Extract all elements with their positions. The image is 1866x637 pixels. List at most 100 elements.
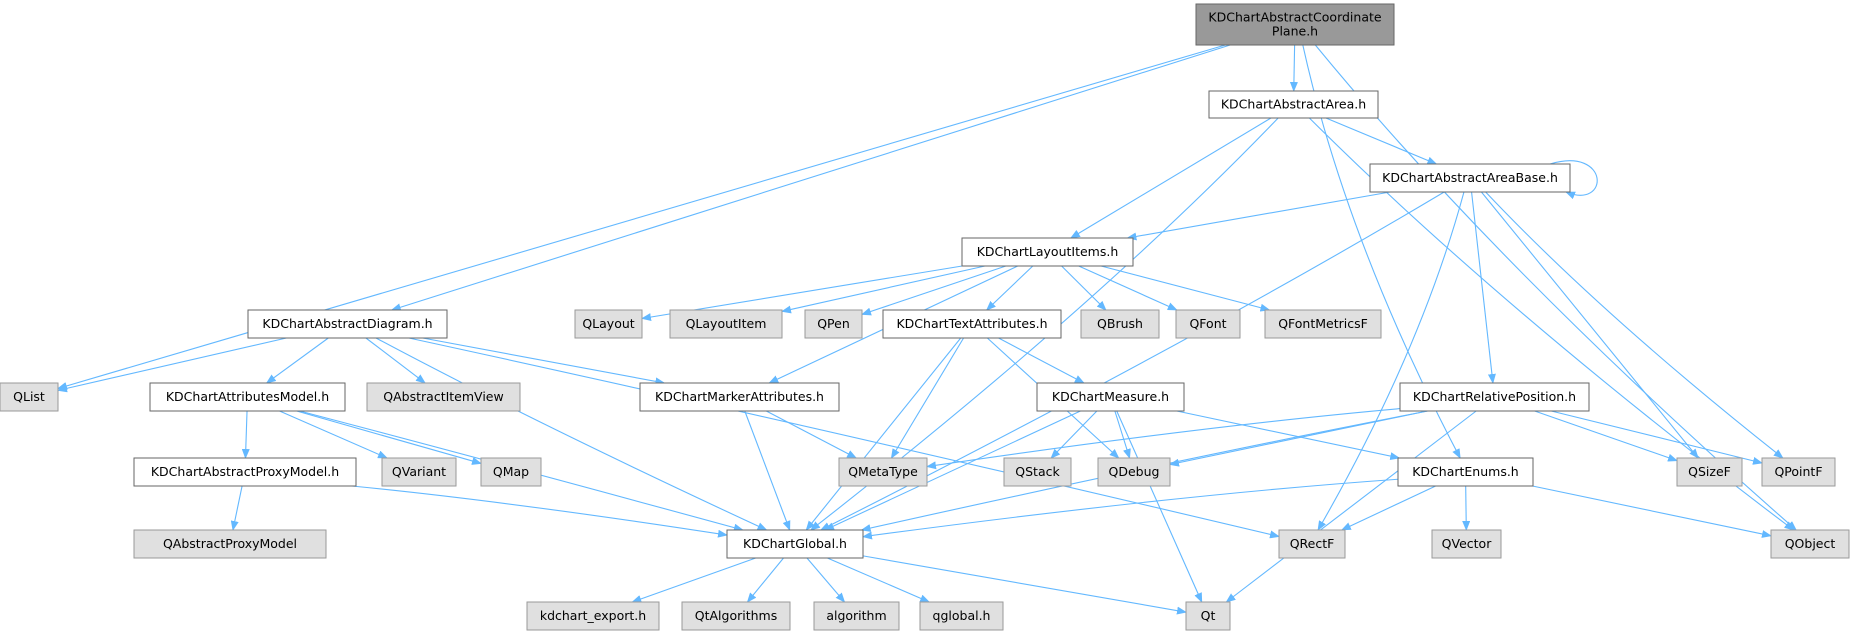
node-marker[interactable]: KDChartMarkerAttributes.h — [639, 382, 840, 412]
dependency-edge — [827, 557, 931, 603]
node-box — [1770, 529, 1850, 559]
node-proxymodel[interactable]: KDChartAbstractProxyModel.h — [133, 457, 357, 487]
node-label: QDebug — [1109, 464, 1160, 479]
dependency-edge — [1061, 265, 1107, 311]
edge-measure-to-enums — [1176, 410, 1401, 461]
node-enums[interactable]: KDChartEnums.h — [1397, 457, 1534, 487]
node-label: KDChartLayoutItems.h — [977, 244, 1119, 259]
dependency-edge — [1176, 410, 1401, 461]
node-box — [961, 237, 1134, 267]
node-box — [1080, 309, 1160, 339]
node-label: QMap — [493, 464, 529, 479]
edge-root-to-area — [1289, 44, 1298, 92]
dependency-edge — [1532, 485, 1772, 538]
dependency-edge — [926, 408, 1401, 470]
edge-layoutitems-to-qfont — [1078, 265, 1178, 311]
node-box — [0, 382, 59, 412]
edge-layoutitems-to-textattr — [985, 265, 1034, 311]
dependency-edge — [744, 410, 791, 531]
node-diagram[interactable]: KDChartAbstractDiagram.h — [247, 309, 448, 339]
node-relpos[interactable]: KDChartRelativePosition.h — [1399, 382, 1590, 412]
edge-global-to-qt — [862, 555, 1187, 615]
node-box — [480, 457, 542, 487]
node-label: KDChartAbstractAreaBase.h — [1382, 170, 1558, 185]
dependency-edge — [1225, 410, 1477, 603]
dependency-edge — [1485, 191, 1784, 459]
edge-areabase-to-relpos — [1471, 191, 1496, 384]
dependency-edge — [408, 337, 1280, 539]
node-qdebug: QDebug — [1097, 457, 1171, 487]
node-qpointf: QPointF — [1761, 457, 1836, 487]
node-box — [1185, 601, 1231, 631]
edge-diagram-to-marker — [422, 337, 666, 386]
node-qfont: QFont — [1175, 309, 1241, 339]
node-qstack: QStack — [1003, 457, 1072, 487]
dependency-edge — [890, 337, 965, 459]
dependency-edge — [351, 485, 728, 538]
node-box — [574, 309, 643, 339]
node-label: KDChartEnums.h — [1412, 464, 1519, 479]
dependency-edge — [1549, 160, 1598, 200]
edge-global-to-qtalgorithms — [746, 557, 784, 603]
node-measure[interactable]: KDChartMeasure.h — [1036, 382, 1185, 412]
node-area[interactable]: KDChartAbstractArea.h — [1208, 90, 1379, 119]
dependency-edges — [57, 44, 1797, 615]
node-layoutitems[interactable]: KDChartLayoutItems.h — [961, 237, 1134, 267]
edge-global-to-qglobal — [827, 557, 931, 603]
node-box — [133, 529, 327, 559]
dependency-edge — [746, 557, 784, 603]
edge-diagram-to-qabstractitemview — [365, 337, 426, 384]
dependency-edge — [375, 337, 768, 531]
node-label: QSizeF — [1688, 464, 1731, 479]
edge-relpos-to-qmetatype — [926, 408, 1401, 470]
file-nodes: KDChartAbstractCoordinatePlane.hKDChartA… — [0, 3, 1850, 631]
dependency-edge — [998, 337, 1085, 384]
dependency-edge — [1462, 485, 1471, 531]
node-box — [381, 457, 457, 487]
node-box — [1175, 309, 1241, 339]
node-box — [1208, 90, 1379, 119]
node-box — [1676, 457, 1743, 487]
node-textattr[interactable]: KDChartTextAttributes.h — [882, 309, 1062, 339]
node-qrectf: QRectF — [1278, 529, 1346, 559]
node-qpen: QPen — [804, 309, 863, 339]
dependency-edge — [766, 410, 858, 459]
dependency-edge — [631, 557, 756, 603]
node-box — [1369, 163, 1571, 193]
node-box — [804, 309, 863, 339]
node-label: QAbstractProxyModel — [163, 536, 297, 551]
node-global[interactable]: KDChartGlobal.h — [726, 529, 864, 559]
node-box — [149, 382, 346, 412]
node-box — [366, 382, 521, 412]
dependency-edge — [1069, 117, 1272, 239]
node-qmap: QMap — [480, 457, 542, 487]
dependency-edge — [1314, 44, 1797, 531]
node-box — [882, 309, 1062, 339]
node-kdchartexport: kdchart_export.h — [526, 601, 660, 631]
edge-diagram-to-attrmodel — [265, 337, 329, 384]
edge-marker-to-qmetatype — [766, 410, 858, 459]
edge-attrmodel-to-qmap — [296, 410, 482, 465]
edge-measure-to-qstack — [1050, 410, 1098, 459]
node-areabase[interactable]: KDChartAbstractAreaBase.h — [1369, 163, 1571, 193]
edge-proxymodel-to-qabstractproxymodel — [230, 485, 243, 531]
node-qmetatype: QMetaType — [838, 457, 928, 487]
dependency-edge — [1340, 485, 1436, 531]
node-box — [726, 529, 864, 559]
edge-proxymodel-to-global — [351, 485, 728, 538]
edge-measure-to-global — [824, 410, 1081, 531]
node-qvector: QVector — [1431, 529, 1502, 559]
node-qvariant: QVariant — [381, 457, 457, 487]
node-box — [813, 601, 900, 631]
node-label: Plane.h — [1272, 24, 1318, 39]
node-qtalgorithms: QtAlgorithms — [681, 601, 791, 631]
node-attrmodel[interactable]: KDChartAttributesModel.h — [149, 382, 346, 412]
edge-textattr-to-measure — [998, 337, 1085, 384]
node-box — [247, 309, 448, 339]
edge-global-to-kdchartexport — [631, 557, 756, 603]
dependency-edge — [1480, 191, 1699, 459]
dependency-edge — [985, 265, 1034, 311]
edge-enums-to-qrectf — [1340, 485, 1436, 531]
